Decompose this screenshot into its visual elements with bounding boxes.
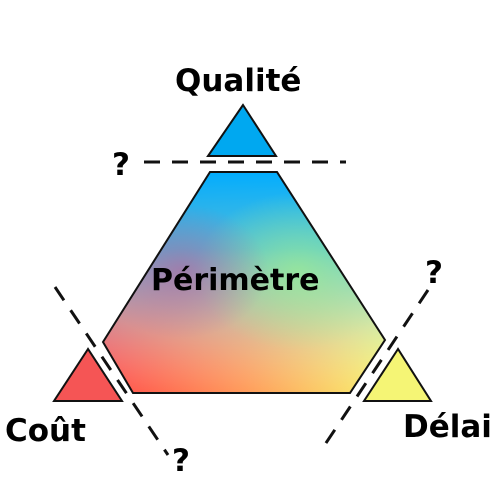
quality-label: Qualité [175,63,302,99]
right-dashed-cut-line [318,289,430,453]
top-question-mark: ? [112,147,130,183]
time-corner-triangle [362,347,433,402]
cost-corner-triangle [52,347,124,402]
perimeter-label: Périmètre [151,263,320,298]
bottom-left-question-mark: ? [172,443,190,479]
time-label: Délai [403,409,492,445]
left-dashed-cut-line [53,286,170,456]
cost-label: Coût [5,413,86,449]
quality-corner-triangle [206,103,278,157]
right-question-mark: ? [425,255,443,291]
